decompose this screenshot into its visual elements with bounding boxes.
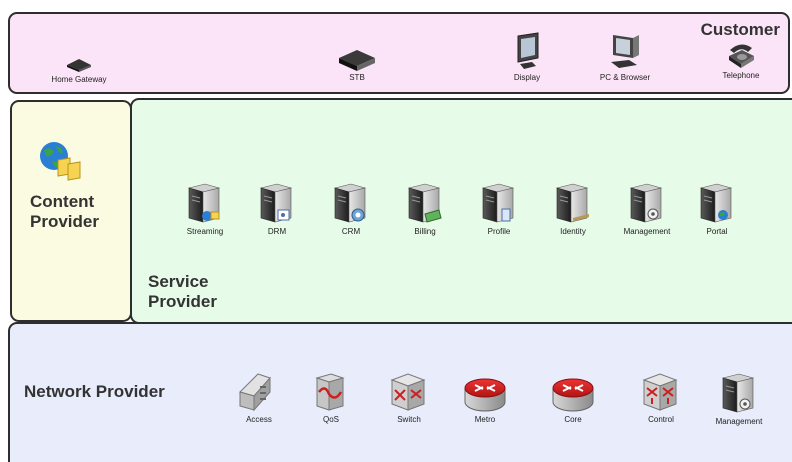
access-label: Access	[246, 415, 272, 424]
control-label: Control	[648, 415, 674, 424]
identity-server-icon	[528, 180, 618, 226]
management-label: Management	[623, 227, 671, 236]
network-provider-title: Network Provider	[24, 382, 165, 401]
switch-node: Switch	[364, 370, 454, 424]
switch-icon	[364, 370, 454, 414]
metro-router-icon	[440, 374, 530, 414]
network-management-label: Management	[715, 417, 763, 426]
access-switch-icon	[214, 370, 304, 414]
service-provider-title-line2: Provider	[148, 292, 217, 311]
home-gateway-label: Home Gateway	[51, 75, 107, 84]
switch-label: Switch	[397, 415, 421, 424]
set-top-box-icon	[312, 46, 402, 72]
service-provider-title: Service Provider	[148, 272, 217, 312]
content-provider-title-line1: Content	[30, 192, 95, 211]
streaming-server: Streaming	[160, 180, 250, 236]
display: Display	[482, 32, 572, 82]
network-provider-panel: Network Provider Access QoS Switch Metro…	[8, 322, 792, 462]
portal-label: Portal	[706, 227, 728, 236]
access-node: Access	[214, 370, 304, 424]
management-server: Management	[602, 180, 692, 236]
display-monitor-icon	[482, 32, 572, 72]
metro-label: Metro	[474, 415, 496, 424]
pc-browser: PC & Browser	[580, 32, 670, 82]
network-management-server-icon	[694, 370, 784, 416]
crm-server: CRM	[306, 180, 396, 236]
content-provider-panel: Content Provider	[10, 100, 132, 322]
portal-server: Portal	[672, 180, 762, 236]
metro-node: Metro	[440, 374, 530, 424]
pc-browser-label: PC & Browser	[599, 73, 651, 82]
service-provider-panel: Service Provider Streaming DRM CRM Billi…	[130, 98, 792, 324]
identity-server: Identity	[528, 180, 618, 236]
telephone-label: Telephone	[722, 71, 760, 80]
network-management-node: Management	[694, 370, 784, 426]
core-node: Core	[528, 374, 618, 424]
content-provider-title: Content Provider	[30, 192, 99, 232]
billing-server: Billing	[380, 180, 470, 236]
profile-label: Profile	[487, 227, 511, 236]
streaming-server-icon	[160, 180, 250, 226]
telephone: Telephone	[696, 40, 786, 80]
pc-browser-icon	[580, 32, 670, 72]
telephone-icon	[696, 40, 786, 70]
content-provider-title-line2: Provider	[30, 212, 99, 231]
display-label: Display	[513, 73, 541, 82]
core-router-icon	[528, 374, 618, 414]
core-label: Core	[564, 415, 582, 424]
crm-server-icon	[306, 180, 396, 226]
qos-device-icon	[286, 370, 376, 414]
set-top-box: STB	[312, 46, 402, 82]
stb-label: STB	[349, 73, 365, 82]
streaming-label: Streaming	[186, 227, 224, 236]
profile-server-icon	[454, 180, 544, 226]
home-gateway-icon	[34, 54, 124, 74]
billing-server-icon	[380, 180, 470, 226]
control-node: Control	[616, 370, 706, 424]
customer-title: Customer	[700, 20, 780, 39]
customer-panel: Customer Home Gateway STB Display PC & B…	[8, 12, 790, 94]
management-server-icon	[602, 180, 692, 226]
crm-label: CRM	[341, 227, 361, 236]
drm-label: DRM	[267, 227, 287, 236]
profile-server: Profile	[454, 180, 544, 236]
globe-folders-icon	[38, 140, 84, 187]
billing-label: Billing	[414, 227, 436, 236]
drm-server: DRM	[232, 180, 322, 236]
portal-server-icon	[672, 180, 762, 226]
control-switch-icon	[616, 370, 706, 414]
qos-label: QoS	[322, 415, 339, 424]
drm-server-icon	[232, 180, 322, 226]
home-gateway: Home Gateway	[34, 54, 124, 84]
qos-node: QoS	[286, 370, 376, 424]
service-provider-title-line1: Service	[148, 272, 209, 291]
identity-label: Identity	[560, 227, 586, 236]
